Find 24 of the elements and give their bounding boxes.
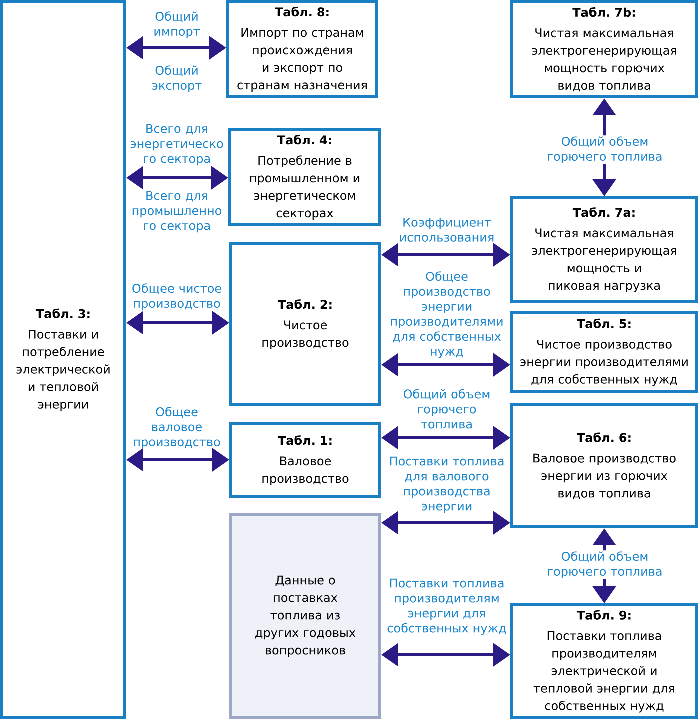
edge-label: Поставки топлива для валового производства энергии [390, 456, 504, 514]
table-box: Табл. 7b: Чистая максимальная электрогенерирующая мощность горючих видов топлива [510, 0, 698, 98]
edge-label: Общий объем горючего топлива [539, 550, 671, 580]
table-box: Табл. 9: Поставки топлива производителям электрической и тепловой энергии для собственных нужд [510, 604, 698, 720]
edge-label: Общее производство энергии производителями для собственных нужд [391, 272, 503, 358]
edge-label: Поставки топлива производителям энергии для собственных нужд [388, 578, 506, 636]
edge-label: Общий импорт [154, 12, 200, 38]
table-box: Табл. 3: Поставки и потребление электрической и тепловой энергии [0, 0, 126, 720]
arrow-caption: Общий экспорт [152, 66, 202, 92]
table-box: Табл. 4: Потребление в промышленном и энергетическом секторах [228, 128, 382, 226]
edge-label: Коэффициент использования [400, 218, 494, 242]
edge-label: Общий объем горючего топлива [539, 136, 671, 164]
table-box: Табл. 6: Валовое производство энергии из горючих видов топлива [510, 404, 698, 528]
edge-label: Всего для энергетическо го сектора [130, 124, 224, 166]
table-box: Табл. 8: Импорт по странам происхождения и экспорт по странам назначения [226, 0, 378, 98]
table-box: Табл. 2: Чистое производство [230, 242, 382, 406]
edge-label: Общее валовое производство [134, 407, 220, 449]
edge-label: Общий объем горючего топлива [404, 389, 490, 429]
table-box: Табл. 5: Чистое производство энергии производителями для собственных нужд [510, 312, 698, 394]
table-box: Табл. 1: Валовое производство [230, 422, 382, 498]
table-box: Табл. 7a: Чистая максимальная электрогенерирующая мощность и пиковая нагрузка [510, 196, 698, 304]
arrow-caption: Всего для промышленно го сектора [132, 191, 222, 233]
source-box: Данные о поставках топлива из других годовых вопросников [230, 514, 382, 720]
edge-label: Общее чистое производство [132, 284, 222, 310]
